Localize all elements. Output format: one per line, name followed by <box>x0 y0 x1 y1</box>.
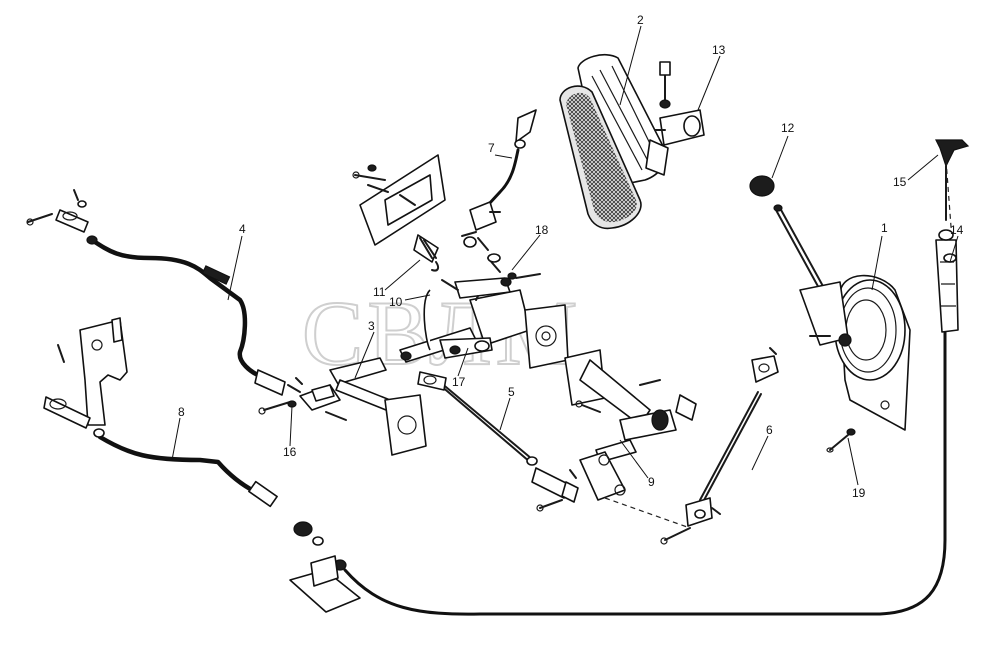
throttle-knob-12 <box>749 175 825 291</box>
callout-labels: 1 2 3 4 5 6 7 8 9 10 11 12 13 14 15 16 1… <box>178 13 964 500</box>
callout-19: 19 <box>852 486 866 500</box>
lever-9 <box>564 349 697 529</box>
callout-2: 2 <box>637 13 644 27</box>
callout-17: 17 <box>452 375 466 389</box>
rod-5 <box>417 371 579 512</box>
hand-throttle-1 <box>799 274 911 431</box>
callout-9: 9 <box>648 475 655 489</box>
callout-18: 18 <box>535 223 549 237</box>
callout-5: 5 <box>508 385 515 399</box>
hinge-13 <box>654 61 705 146</box>
callout-6: 6 <box>766 423 773 437</box>
callout-11: 11 <box>373 285 386 299</box>
sleeve-14 <box>935 229 959 333</box>
pedal-2 <box>559 53 669 230</box>
callout-13: 13 <box>712 43 726 57</box>
lever-bracket-3 <box>258 357 427 456</box>
callout-4: 4 <box>239 222 246 236</box>
cable-7 <box>461 109 537 251</box>
central-linkage <box>399 253 569 369</box>
cable-8 <box>97 328 947 616</box>
rod-6 <box>660 347 779 545</box>
callout-7: 7 <box>488 141 495 155</box>
callout-14: 14 <box>950 223 964 237</box>
callout-16: 16 <box>283 445 297 459</box>
bracket-11 <box>352 154 446 272</box>
callout-8: 8 <box>178 405 185 419</box>
callout-1: 1 <box>881 221 888 235</box>
bolt-19 <box>826 428 856 453</box>
floor-bracket <box>289 555 361 613</box>
callout-10: 10 <box>389 295 403 309</box>
mount-plate-left <box>43 317 128 438</box>
cable-4 <box>26 189 303 396</box>
pull-handle-15 <box>935 139 970 241</box>
leader-lines <box>171 25 959 486</box>
callout-15: 15 <box>893 175 907 189</box>
callout-3: 3 <box>368 319 375 333</box>
callout-12: 12 <box>781 121 795 135</box>
